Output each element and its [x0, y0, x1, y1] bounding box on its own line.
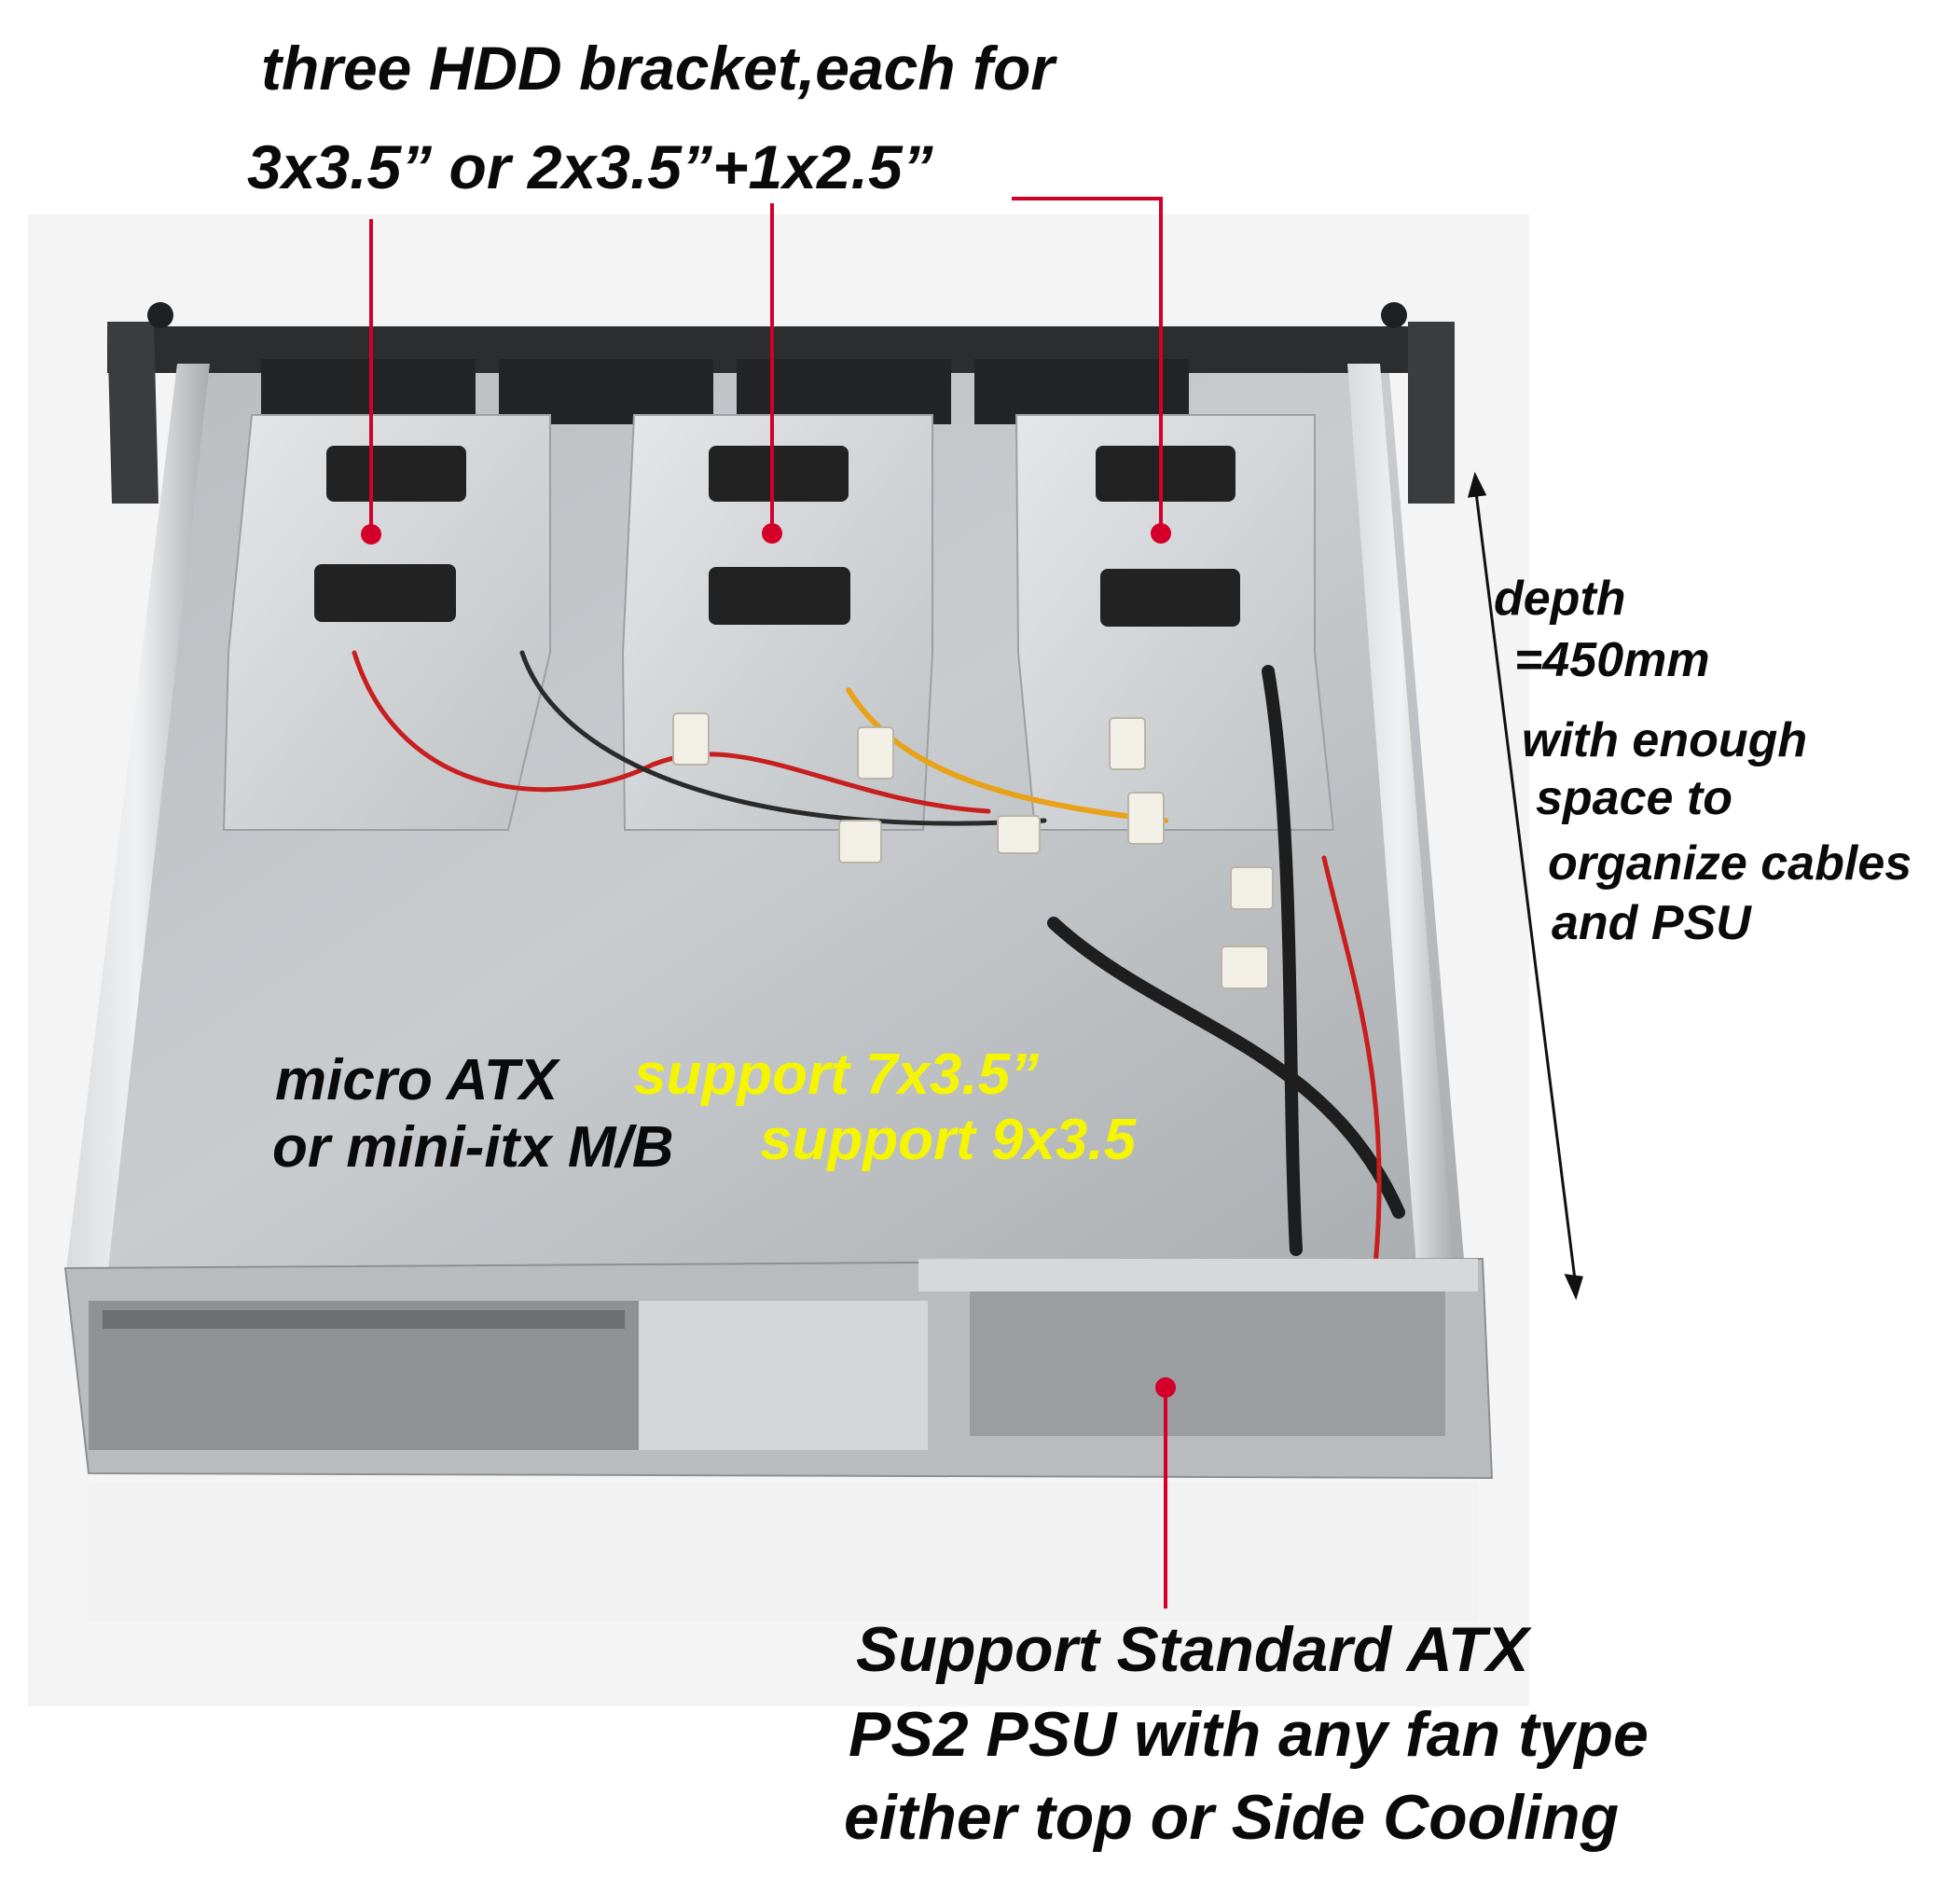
- depth-note-line1: with enough: [1522, 713, 1808, 767]
- psu-callout-line2: PS2 PSU with any fan type: [849, 1699, 1649, 1770]
- callout-lines: [369, 197, 1167, 1609]
- reflection: [89, 1483, 1478, 1623]
- hdd-callout-line1: three HDD bracket,each for: [261, 34, 1055, 103]
- depth-note-line4: and PSU: [1552, 896, 1751, 950]
- support-7-label: support 7x3.5”: [634, 1043, 1040, 1107]
- hdd-callout-line2: 3x3.5” or 2x3.5”+1x2.5”: [247, 132, 933, 201]
- molex-connectors: [672, 712, 1274, 989]
- motherboard-label-line1: micro ATX: [275, 1048, 559, 1112]
- psu-callout-line3: either top or Side Cooling: [844, 1782, 1620, 1853]
- hdd-bracket-3: [1015, 414, 1335, 831]
- left-rail: [65, 364, 210, 1277]
- depth-note-line3: organize cables: [1548, 836, 1912, 891]
- right-rail: [1347, 364, 1455, 1277]
- callout-dots: [361, 523, 1176, 1398]
- depth-label: depth: [1494, 572, 1626, 626]
- depth-arrow: [1467, 471, 1583, 1301]
- hdd-bracket-1: [222, 414, 551, 831]
- rear-panel: [63, 1257, 1494, 1480]
- depth-note-line2: space to: [1536, 771, 1732, 825]
- psu-callout-line1: Support Standard ATX: [856, 1614, 1529, 1685]
- motherboard-label-line2: or mini-itx M/B: [272, 1115, 674, 1180]
- cable-bundle: [352, 650, 1405, 1308]
- support-9-label: support 9x3.5: [760, 1108, 1137, 1172]
- depth-value: =450mm: [1514, 633, 1710, 687]
